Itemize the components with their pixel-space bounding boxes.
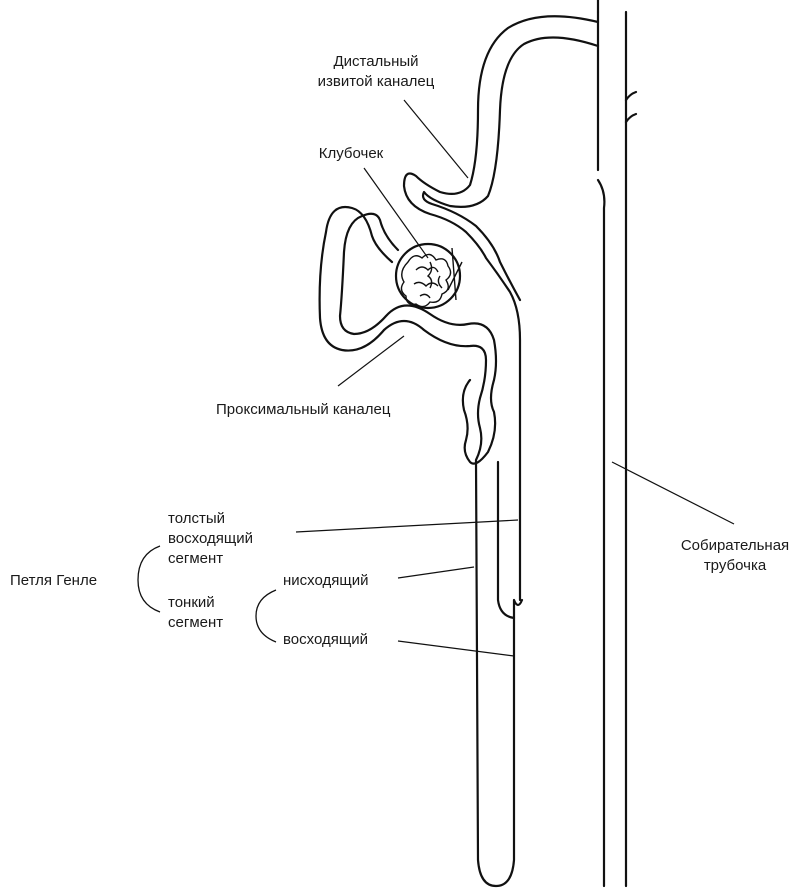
thin-segment-label-line2: сегмент	[168, 614, 223, 631]
thick-segment-label-line3: сегмент	[168, 550, 223, 567]
ascending-label: восходящий	[283, 631, 368, 648]
thick-segment-leader	[296, 520, 518, 532]
ascending-leader	[398, 641, 514, 656]
distal-label-line1: Дистальный	[333, 53, 418, 70]
collecting-duct-label-line1: Собирательная	[681, 537, 789, 554]
distal-label-line2: извитой каналец	[318, 73, 435, 90]
glomerulus	[396, 244, 462, 308]
descending-leader	[398, 567, 474, 578]
proximal-tubule-and-loop	[320, 207, 522, 886]
thick-segment-label-line1: толстый	[168, 510, 225, 527]
glomerulus-label: Клубочек	[319, 145, 384, 162]
thin-segment-label-line1: тонкий	[168, 594, 215, 611]
henle-loop-label: Петля Генле	[10, 572, 97, 589]
descending-label: нисходящий	[283, 572, 368, 589]
henle-brace	[138, 546, 160, 612]
labels: Дистальный извитой каналец Клубочек Прок…	[10, 53, 789, 648]
distal-leader	[404, 100, 468, 178]
thick-segment-label-line2: восходящий	[168, 530, 253, 547]
collecting-leader	[612, 462, 734, 524]
collecting-duct	[598, 12, 636, 886]
collecting-duct-label-line2: трубочка	[704, 557, 767, 574]
thin-segment-brace	[256, 590, 276, 642]
distal-convoluted-tubule	[404, 0, 598, 600]
proximal-label: Проксимальный каналец	[216, 401, 391, 418]
